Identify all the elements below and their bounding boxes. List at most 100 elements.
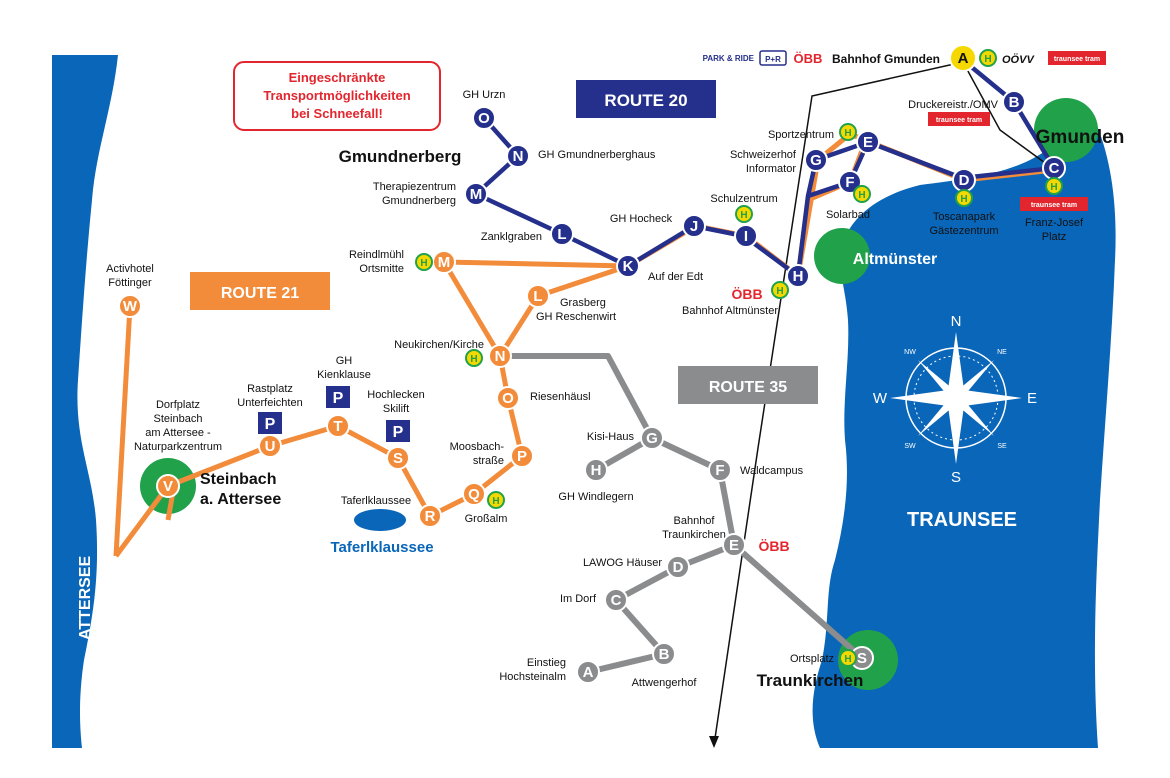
- station-u21-marker: [258, 434, 282, 458]
- label-reindlmuehl-1: Reindlmühl: [349, 249, 404, 261]
- tram-logo-franzjosef-text: traunsee tram: [1031, 202, 1077, 209]
- station-w21-letter: W: [123, 298, 138, 315]
- bus-stop-letter-7: H: [420, 258, 427, 269]
- station-a-letter: A: [958, 50, 969, 67]
- label-urzn: GH Urzn: [463, 89, 506, 101]
- bus-stop-icon-10: [839, 649, 857, 667]
- label-dorfplatz-4: Naturparkzentrum: [134, 441, 222, 453]
- route21-label: ROUTE 21: [221, 285, 299, 302]
- station-p21-marker: [510, 444, 534, 468]
- compass-rose: N S E W NW NE SW SE: [873, 313, 1037, 486]
- label-schulzentrum: Schulzentrum: [710, 193, 777, 205]
- parking-icon-2: [386, 420, 410, 442]
- bus-stop-icon-2: [955, 189, 973, 207]
- compass-n: N: [951, 313, 962, 330]
- traunsee-label: TRAUNSEE: [907, 509, 1017, 531]
- station-p21-letter: P: [517, 448, 527, 465]
- station-h-letter: H: [793, 268, 804, 285]
- label-kisi-haus: Kisi-Haus: [587, 431, 635, 443]
- label-solarbad: Solarbad: [826, 209, 870, 221]
- label-einstieg-1: Einstieg: [527, 657, 566, 669]
- bahnhof-gmunden-label: Bahnhof Gmunden: [832, 52, 940, 66]
- station-l-marker: [550, 222, 574, 246]
- bus-stop-icon-0: [979, 49, 997, 67]
- taferlklaussee-lake: [354, 509, 406, 531]
- station-h35-marker: [584, 458, 608, 482]
- label-activhotel-1: Activhotel: [106, 263, 154, 275]
- station-o-letter: O: [478, 110, 490, 127]
- rail-arrow-icon: [709, 736, 719, 748]
- route35-badge: [678, 366, 818, 404]
- label-gmundnerberghaus: GH Gmundnerberghaus: [538, 149, 656, 161]
- station-e-letter: E: [863, 134, 873, 151]
- town-steinbach-1: Steinbach: [200, 471, 276, 488]
- station-v21-marker: [156, 474, 180, 498]
- station-r21-marker: [418, 504, 442, 528]
- station-c35-marker: [604, 588, 628, 612]
- station-f-marker: [838, 170, 862, 194]
- parking-icon-1: [326, 386, 350, 408]
- station-i-marker: [734, 224, 758, 248]
- compass-se: SE: [997, 443, 1007, 450]
- tram-logo-franzjosef: [1020, 197, 1088, 211]
- station-u21-letter: U: [265, 438, 276, 455]
- oebb-logo-traunkirchen: ÖBB: [758, 538, 789, 554]
- station-o21-marker: [496, 386, 520, 410]
- compass-e: E: [1027, 390, 1037, 407]
- tram-logo-drucker: [928, 112, 990, 126]
- station-m21-letter: M: [438, 254, 451, 271]
- bus-stop-letter-1: H: [1050, 182, 1057, 193]
- town-gmundnerberg: Gmundnerberg: [339, 147, 462, 166]
- station-o-marker: [472, 106, 496, 130]
- station-s21-letter: S: [393, 450, 403, 467]
- compass-nw: NW: [904, 349, 916, 356]
- parking-letter-1: P: [333, 390, 344, 407]
- snow-notice-line-3: bei Schneefall!: [291, 106, 383, 121]
- town-steinbach-2: a. Attersee: [200, 491, 281, 508]
- bus-stop-letter-10: H: [844, 654, 851, 665]
- rail-line-1: [713, 61, 964, 746]
- tram-logo-header: [1048, 51, 1106, 65]
- label-rastplatz-1: Rastplatz: [247, 383, 293, 395]
- station-n-marker: [506, 144, 530, 168]
- traunsee-lake: [812, 110, 1116, 748]
- label-therapie-1: Therapiezentrum: [373, 181, 456, 193]
- station-f35-letter: F: [715, 462, 724, 479]
- altmuenster-park: [814, 228, 870, 284]
- station-g35-letter: G: [646, 430, 658, 447]
- label-toscana-2: Gästezentrum: [929, 225, 998, 237]
- station-r21-letter: R: [425, 508, 436, 525]
- label-moosbach-2: straße: [473, 455, 504, 467]
- oebb-logo-altmuenster: ÖBB: [731, 286, 762, 302]
- bus-stop-letter-8: H: [470, 354, 477, 365]
- attersee-lake: [52, 55, 118, 748]
- station-q21-letter: Q: [468, 486, 480, 503]
- town-gmunden: Gmunden: [1036, 127, 1125, 148]
- tram-logo-header-text: traunsee tram: [1054, 56, 1100, 63]
- station-j-letter: J: [690, 218, 698, 235]
- label-rastplatz-2: Unterfeichten: [237, 397, 302, 409]
- station-e35-marker: [722, 533, 746, 557]
- bus-stop-icon-5: [771, 281, 789, 299]
- bus-stop-icon-1: [1045, 177, 1063, 195]
- bus-stop-letter-3: H: [844, 128, 851, 139]
- station-d-letter: D: [959, 172, 970, 189]
- station-o21-letter: O: [502, 390, 514, 407]
- station-n-letter: N: [513, 148, 524, 165]
- station-l21-marker: [526, 284, 550, 308]
- label-einstieg-2: Hochsteinalm: [499, 671, 566, 683]
- label-auf-der-edt: Auf der Edt: [648, 271, 703, 283]
- label-taferl: Taferlklaussee: [341, 495, 411, 507]
- taferlklaussee-title: Taferlklaussee: [330, 539, 433, 556]
- station-c35-letter: C: [611, 592, 622, 609]
- bus-stop-icon-4: [853, 185, 871, 203]
- station-g35-marker: [640, 426, 664, 450]
- label-zanklgraben: Zanklgraben: [481, 231, 542, 243]
- bus-stop-icon-9: [487, 491, 505, 509]
- label-dorfplatz-3: am Attersee -: [145, 427, 211, 439]
- label-reindlmuehl-2: Ortsmitte: [359, 263, 404, 275]
- station-q21-marker: [462, 482, 486, 506]
- bus-stop-letter-6: H: [740, 210, 747, 221]
